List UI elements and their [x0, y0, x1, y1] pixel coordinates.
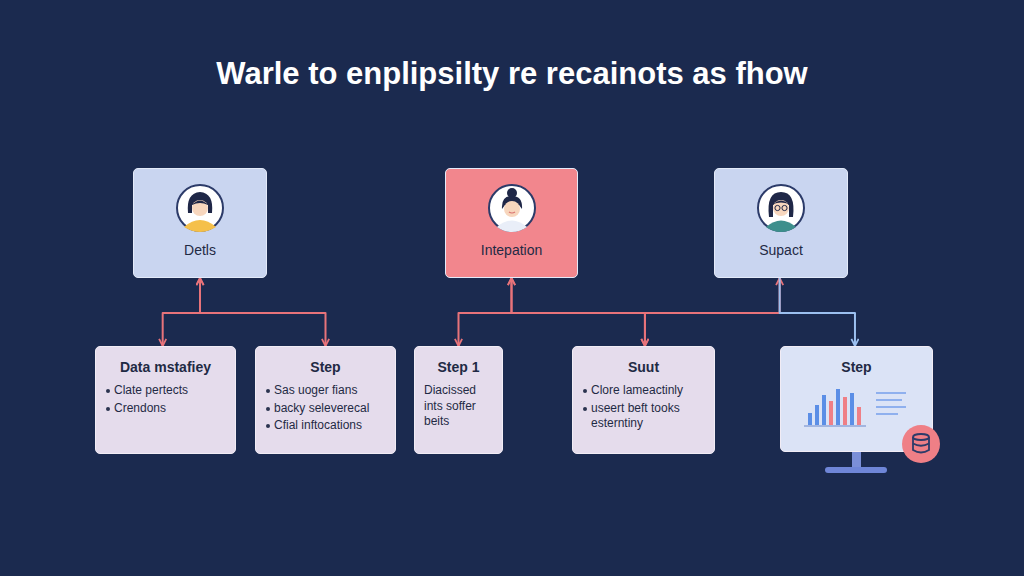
step-box: SuutClore lameactinly useert beft tooks e…	[572, 346, 715, 454]
diagram-title: Warle to enplipsilty re recainots as fho…	[0, 56, 1024, 92]
node-bullet: Cfial inftocations	[265, 418, 386, 434]
avatar-icon	[175, 183, 225, 233]
connector	[780, 278, 855, 346]
node-bullet: Diacissed ints soffer beits	[424, 383, 493, 430]
node-bullet: backy seleverecal	[265, 401, 386, 417]
avatar-icon	[756, 183, 806, 233]
node-heading: Intepation	[481, 242, 543, 258]
node-bullet: Clore lameactinly	[582, 383, 705, 399]
step-box: Step 1 Diacissed ints soffer beits	[414, 346, 503, 454]
step-box: Data mstafieyClate pertectsCrendons	[95, 346, 236, 454]
connector	[200, 278, 326, 346]
role-box: Supact	[714, 168, 848, 278]
node-heading: Suut	[582, 359, 705, 375]
node-bullet: Crendons	[105, 401, 226, 417]
node-heading: Step	[265, 359, 386, 375]
node-heading: Detls	[184, 242, 216, 258]
role-box: Detls	[133, 168, 267, 278]
node-bullet: Sas uoger fians	[265, 383, 386, 399]
connector	[645, 278, 780, 346]
role-box: Intepation	[445, 168, 578, 278]
connector	[163, 278, 200, 346]
monitor-box: Step	[780, 346, 933, 452]
monitor-base	[825, 467, 887, 473]
database-badge	[900, 423, 942, 465]
connector	[512, 278, 645, 346]
connector	[459, 278, 512, 346]
node-bullet: useert beft tooks esterntiny	[582, 401, 705, 432]
node-heading: Step 1	[424, 359, 493, 375]
node-heading: Supact	[759, 242, 803, 258]
node-heading: Step	[790, 359, 923, 375]
bar-chart-icon	[802, 385, 912, 429]
node-heading: Data mstafiey	[105, 359, 226, 375]
step-box: StepSas uoger fians backy seleverecalCfia…	[255, 346, 396, 454]
node-bullet: Clate pertects	[105, 383, 226, 399]
avatar-icon	[487, 183, 537, 233]
monitor-stand	[852, 450, 861, 468]
